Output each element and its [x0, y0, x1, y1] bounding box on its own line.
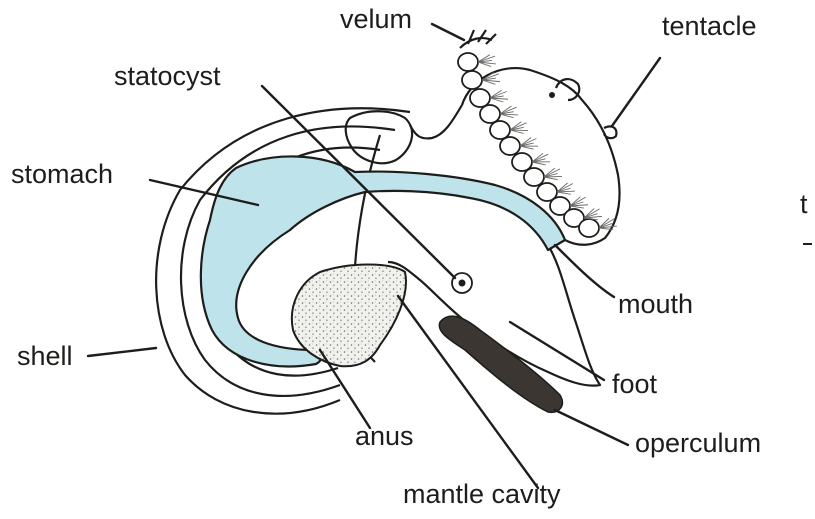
cilium [570, 206, 584, 208]
mantle-cavity [292, 265, 406, 367]
operculum-shape [439, 316, 562, 412]
velum-lobe [458, 53, 478, 71]
edge-text: t [800, 189, 808, 219]
label-velum: velum [340, 4, 412, 34]
statocyst-inner [459, 280, 466, 287]
statocyst [452, 273, 472, 293]
label-anus: anus [355, 421, 414, 451]
cilium [544, 177, 558, 180]
label-statocyst: statocyst [114, 61, 221, 91]
shell-outer-outline [156, 108, 410, 413]
velum-lobe [500, 137, 520, 155]
cilium [557, 192, 571, 194]
label-shell: shell [17, 341, 73, 371]
mantle-cavity-shape [292, 265, 406, 367]
leader-velum [432, 24, 464, 40]
leader-tentacle [612, 58, 660, 126]
leader-shell [88, 348, 156, 356]
label-foot: foot [612, 369, 658, 399]
label-tentacle: tentacle [662, 11, 757, 41]
cilium [544, 176, 562, 177]
label-stomach: stomach [11, 159, 113, 189]
operculum [439, 316, 562, 412]
velum-lobe [490, 121, 510, 139]
tentacle-bump [556, 79, 579, 100]
labels: velum tentacle statocyst stomach mouth s… [11, 4, 812, 509]
velum-lobe [462, 71, 482, 89]
label-mantle-cavity: mantle cavity [403, 479, 561, 509]
label-operculum: operculum [635, 428, 761, 458]
label-mouth: mouth [618, 289, 693, 319]
tentacle-tip [604, 126, 616, 138]
velum-lobe [524, 168, 544, 186]
leader-lines [88, 24, 660, 488]
velum-lobe [480, 105, 500, 123]
velum-lobe [579, 219, 599, 237]
eye-spot [549, 92, 555, 98]
cilium [532, 162, 546, 165]
velum-tuft [460, 30, 496, 48]
velum-lobe [470, 89, 490, 107]
leader-mouth [555, 245, 614, 297]
leader-operculum [555, 410, 628, 445]
